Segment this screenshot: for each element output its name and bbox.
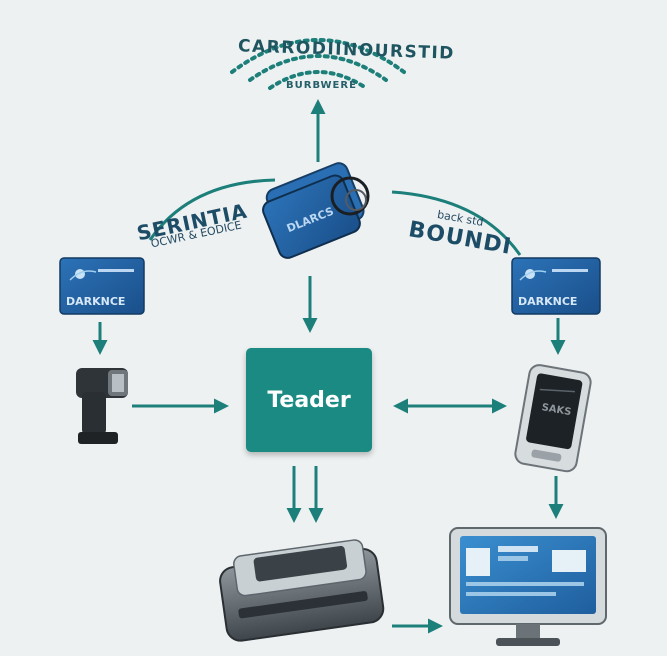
monitor-icon — [449, 527, 607, 646]
key-fob-icon: DLARCS — [262, 162, 370, 259]
right-card-icon: DARKNCE — [511, 257, 601, 315]
right-card-label: DARKNCE — [518, 295, 577, 308]
left-arc — [148, 178, 276, 241]
phone-label: SAKS — [541, 402, 572, 418]
phone-reader-icon: SAKS — [514, 364, 592, 473]
barcode-scanner-icon — [76, 368, 128, 444]
printer-icon — [219, 539, 385, 642]
reader-label: Teader — [267, 387, 351, 413]
arrows — [92, 99, 566, 634]
left-card-icon: DARKNCE — [59, 257, 145, 315]
reader-box: Teader — [246, 348, 372, 452]
left-card-label: DARKNCE — [66, 295, 125, 308]
top-sublabel: BURBWERE — [286, 80, 357, 91]
wireless-waves-icon — [230, 38, 406, 90]
right-arc — [391, 190, 522, 256]
